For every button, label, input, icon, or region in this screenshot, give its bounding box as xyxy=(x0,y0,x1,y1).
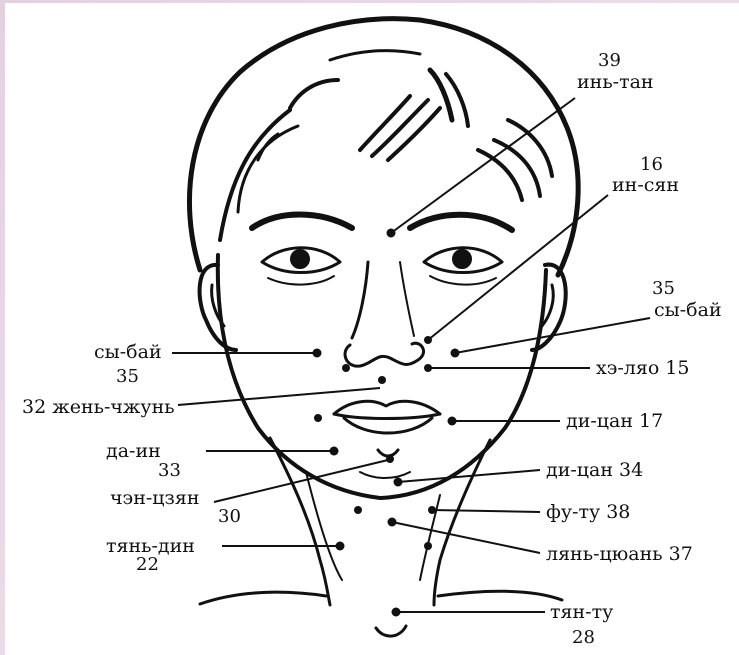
point-tian-tu-dot xyxy=(392,608,401,617)
label-ren-zhong: 32 жень-чжунь xyxy=(22,396,175,418)
point-fu-tu-dot xyxy=(428,506,436,514)
acupoint-dots xyxy=(313,229,460,617)
point-cheng-jiang-dot xyxy=(386,455,394,463)
face-drawing xyxy=(189,19,578,636)
point-he-liao-left-dot xyxy=(342,364,350,372)
label-si-bai-right-number: 35 xyxy=(652,278,675,299)
point-ying-xiang-dot xyxy=(424,336,432,344)
label-tian-tu: тян-ту xyxy=(550,601,613,623)
label-di-cang-34: ди-цан 34 xyxy=(546,459,643,481)
label-fu-tu: фу-ту 38 xyxy=(546,501,630,523)
point-si-bai-left-dot xyxy=(313,349,322,358)
point-tian-ding-right-dot xyxy=(424,542,432,550)
label-cheng-jiang: чэн-цзян xyxy=(110,487,200,509)
point-yin-tang-dot xyxy=(387,229,396,238)
point-tian-ding-dot xyxy=(336,542,345,551)
label-ying-xiang-number: 16 xyxy=(640,154,663,175)
label-cheng-jiang-number: 30 xyxy=(218,506,241,527)
point-lian-quan-dot xyxy=(388,518,397,527)
point-di-cang-17-left-dot xyxy=(314,414,322,422)
point-di-cang-34-dot xyxy=(394,478,403,487)
label-si-bai-left: сы-бай xyxy=(94,341,162,363)
label-si-bai-right: сы-бай xyxy=(654,299,722,321)
label-tian-ding-number: 22 xyxy=(136,554,159,575)
label-da-ying: да-ин xyxy=(106,440,161,462)
point-he-liao-right-dot xyxy=(424,364,432,372)
label-he-liao: хэ-ляо 15 xyxy=(596,357,690,379)
point-ren-zhong-dot xyxy=(378,376,386,384)
label-yin-tang: инь-тан xyxy=(577,71,654,93)
label-lian-quan: лянь-цюань 37 xyxy=(546,543,693,565)
label-yin-tang-number: 39 xyxy=(598,50,621,71)
label-da-ying-number: 33 xyxy=(158,460,181,481)
label-si-bai-left-number: 35 xyxy=(116,366,139,387)
point-da-ying-dot xyxy=(330,447,339,456)
label-di-cang-17: ди-цан 17 xyxy=(566,410,663,432)
label-tian-tu-number: 28 xyxy=(572,627,595,648)
point-si-bai-right-dot xyxy=(451,349,460,358)
label-ying-xiang: ин-сян xyxy=(612,174,679,196)
point-di-cang-17-dot xyxy=(448,417,457,426)
point-fu-tu-left-dot xyxy=(354,506,362,514)
